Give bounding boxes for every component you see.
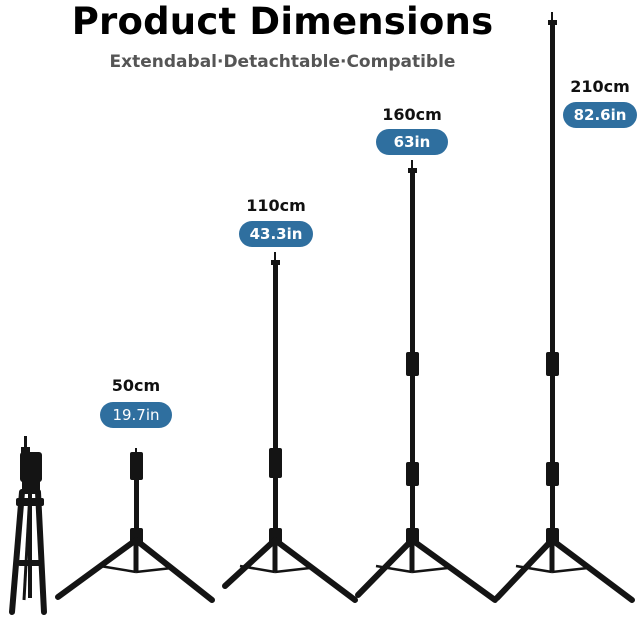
height-label-cm: 110cm	[246, 196, 306, 215]
tripod-stand-210cm	[494, 12, 635, 603]
height-label-cm: 50cm	[111, 376, 161, 395]
height-badge-inch: 63in	[376, 129, 448, 155]
tripod-stand-110cm	[222, 252, 358, 603]
height-label-cm: 160cm	[382, 105, 442, 124]
folded-tripod-stand	[9, 436, 47, 615]
page-subtitle: Extendabal·Detachtable·Compatible	[109, 52, 456, 72]
height-badge-inch: 82.6in	[563, 102, 637, 128]
height-label-cm: 210cm	[570, 77, 630, 96]
tripod-stand-50cm	[55, 448, 215, 603]
height-badge-inch: 43.3in	[239, 221, 313, 247]
page-title: Product Dimensions	[71, 0, 494, 43]
height-badge-inch: 19.7in	[100, 402, 172, 428]
tripod-stand-160cm	[355, 160, 498, 603]
